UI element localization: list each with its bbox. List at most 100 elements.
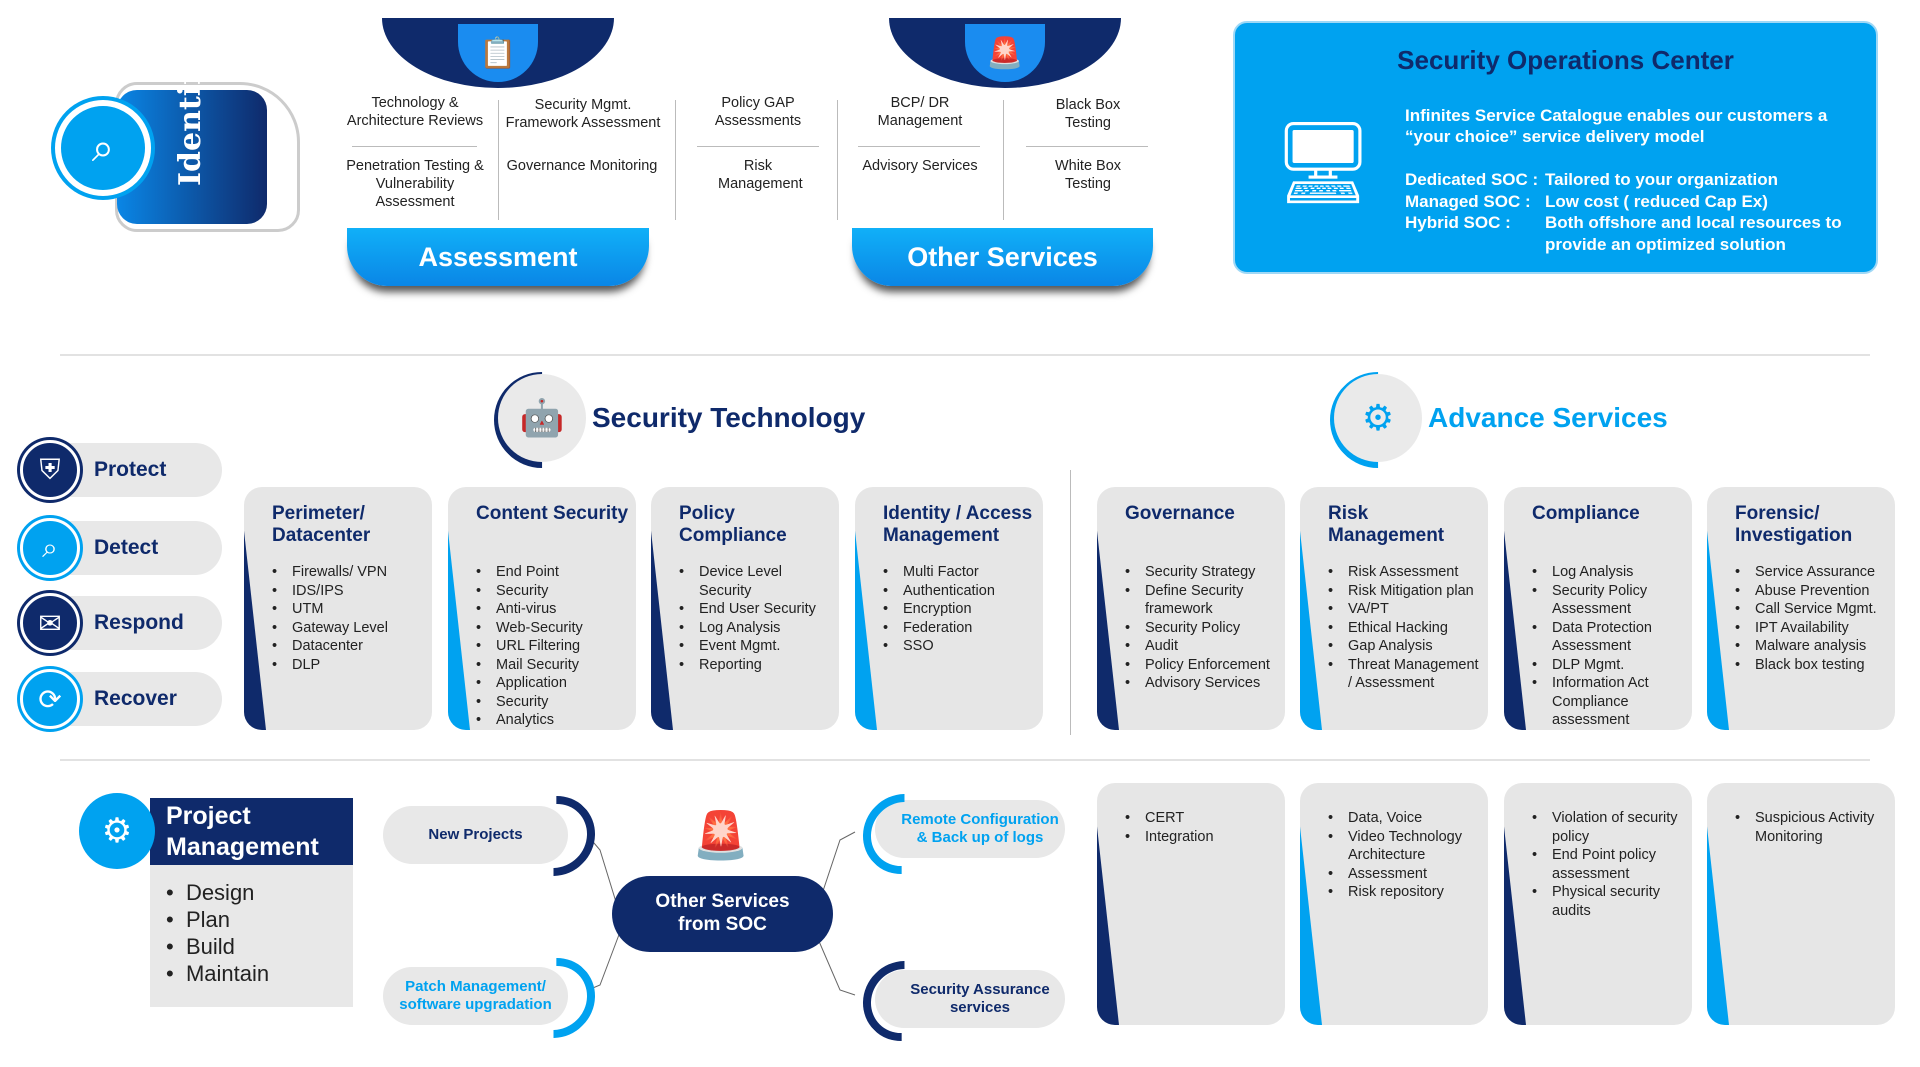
function-label: Recover (94, 687, 177, 710)
card-item: IDS/IPS (272, 582, 432, 601)
service-card-extra: Data, VoiceVideo Technology Architecture… (1300, 783, 1488, 1025)
card-title: Content Security (476, 503, 629, 524)
card-title: Risk Management (1328, 503, 1445, 546)
card-item: Risk Assessment (1328, 563, 1488, 582)
soc-model-value: Both offshore and local resources to pro… (1545, 213, 1842, 254)
alarm-icon: 🚨 (692, 809, 750, 861)
card-item: Federation (883, 619, 1043, 638)
section-title-security-technology: Security Technology (592, 402, 866, 433)
service-card-extra: Suspicious Activity Monitoring (1707, 783, 1895, 1025)
card-item: CERT (1125, 809, 1285, 828)
hub-patch-management: Patch Management/ software upgradation (383, 967, 568, 1025)
robot-icon: 🤖 (498, 374, 586, 462)
clipboard-icon: 📋 (458, 24, 538, 82)
card-item: Reporting (679, 656, 839, 675)
shield-icon: ⛨ (20, 440, 80, 500)
card-item: Mail Security (476, 656, 636, 675)
card-title: Forensic/ Investigation (1735, 503, 1853, 546)
soc-panel: Security Operations Center 🖥 Infinites S… (1233, 21, 1878, 274)
card-item: Physical security audits (1532, 883, 1692, 920)
card-item: Violation of security policy (1532, 809, 1692, 846)
card-item: DLP (272, 656, 432, 675)
service-item: Advisory Services (862, 158, 978, 174)
card-item: Device Level Security (679, 563, 839, 600)
service-card: ComplianceLog AnalysisSecurity Policy As… (1504, 487, 1692, 730)
card-title: Compliance (1532, 503, 1640, 524)
card-item: Ethical Hacking (1328, 619, 1488, 638)
card-item: Security (476, 582, 636, 601)
card-item: Call Service Mgmt. (1735, 600, 1895, 619)
card-item: Data Protection Assessment (1532, 619, 1692, 656)
card-title: Governance (1125, 503, 1235, 524)
pm-item: • Maintain (166, 961, 270, 986)
pm-item: • Plan (166, 907, 230, 932)
service-item: White Box Testing (1054, 158, 1122, 192)
card-item: Black box testing (1735, 656, 1895, 675)
hub-new-projects: New Projects (383, 806, 568, 864)
card-item: Video Technology Architecture (1328, 828, 1488, 865)
card-item: End Point policy assessment (1532, 846, 1692, 883)
soc-model-key: Dedicated SOC : (1405, 170, 1539, 189)
card-item: Advisory Services (1125, 674, 1285, 693)
service-card: Perimeter/ DatacenterFirewalls/ VPNIDS/I… (244, 487, 432, 730)
card-item: Audit (1125, 637, 1285, 656)
service-card: Policy ComplianceDevice Level SecurityEn… (651, 487, 839, 730)
other-services-bar: Other Services (852, 228, 1153, 286)
card-item: End Point (476, 563, 636, 582)
pm-item: • Design (166, 880, 255, 905)
card-item: Multi Factor (883, 563, 1043, 582)
service-item: Security Mgmt. Framework Assessment (505, 97, 661, 131)
project-management-list: • Design • Plan • Build • Maintain (150, 865, 353, 1007)
service-card: GovernanceSecurity StrategyDefine Securi… (1097, 487, 1285, 730)
card-title: Perimeter/ Datacenter (272, 503, 371, 546)
service-item: Black Box Testing (1055, 97, 1121, 131)
card-item: Integration (1125, 828, 1285, 847)
card-item: Security (476, 693, 636, 712)
recover-cycle-icon: ⟳ (20, 669, 80, 729)
card-item: DLP Mgmt. (1532, 656, 1692, 675)
card-item: Anti-virus (476, 600, 636, 619)
service-card: Content SecurityEnd PointSecurityAnti-vi… (448, 487, 636, 730)
hub-center: Other Services from SOC (612, 876, 833, 952)
card-item: Gateway Level (272, 619, 432, 638)
service-card: Forensic/ InvestigationService Assurance… (1707, 487, 1895, 730)
soc-models: Dedicated SOC :Tailored to your organiza… (1405, 169, 1865, 255)
card-title: Policy Compliance (679, 503, 787, 546)
card-item: Analytics (476, 711, 636, 730)
service-item: Penetration Testing & Vulnerability Asse… (346, 158, 484, 210)
card-item: Log Analysis (679, 619, 839, 638)
section-title-advance-services: Advance Services (1428, 402, 1668, 433)
service-card-extra: Violation of security policyEnd Point po… (1504, 783, 1692, 1025)
card-item: Information Act Compliance assessment (1532, 674, 1692, 730)
card-item: Event Mgmt. (679, 637, 839, 656)
card-item: Security Policy (1125, 619, 1285, 638)
card-item: Security Strategy (1125, 563, 1285, 582)
identify-badge: Identify ⌕ (55, 55, 302, 236)
card-item: Gap Analysis (1328, 637, 1488, 656)
respond-message-icon: ✉ (20, 593, 80, 653)
card-item: Service Assurance (1735, 563, 1895, 582)
card-item: Security Policy Assessment (1532, 582, 1692, 619)
gear-head-icon: ⚙ (1334, 374, 1422, 462)
card-item: Data, Voice (1328, 809, 1488, 828)
function-recover: ⟳ Recover (20, 669, 222, 729)
project-management-title: Project Management (150, 798, 353, 865)
card-item: Encryption (883, 600, 1043, 619)
service-item: Governance Monitoring (506, 158, 658, 174)
hub-security-assurance: Security Assurance services (875, 970, 1065, 1028)
card-item: Policy Enforcement (1125, 656, 1285, 675)
hub-connectors (587, 831, 856, 996)
service-card: Identity / Access ManagementMulti Factor… (855, 487, 1043, 730)
detect-search-icon: ⌕ (20, 518, 80, 578)
service-item: Policy GAP Assessments (714, 95, 802, 129)
card-item: Authentication (883, 582, 1043, 601)
pm-item: • Build (166, 934, 235, 959)
project-management-icon: ⚙ (79, 793, 155, 869)
assessment-tab: 📋 (382, 18, 614, 88)
service-item: BCP/ DR Management (877, 95, 963, 129)
soc-model-key: Hybrid SOC : (1405, 213, 1511, 232)
card-item: Web-Security (476, 619, 636, 638)
hub-remote-configuration: Remote Configuration & Back up of logs (875, 800, 1065, 858)
card-item: Threat Management / Assessment (1328, 656, 1488, 693)
soc-operator-icon: 🖥 (1272, 118, 1374, 207)
